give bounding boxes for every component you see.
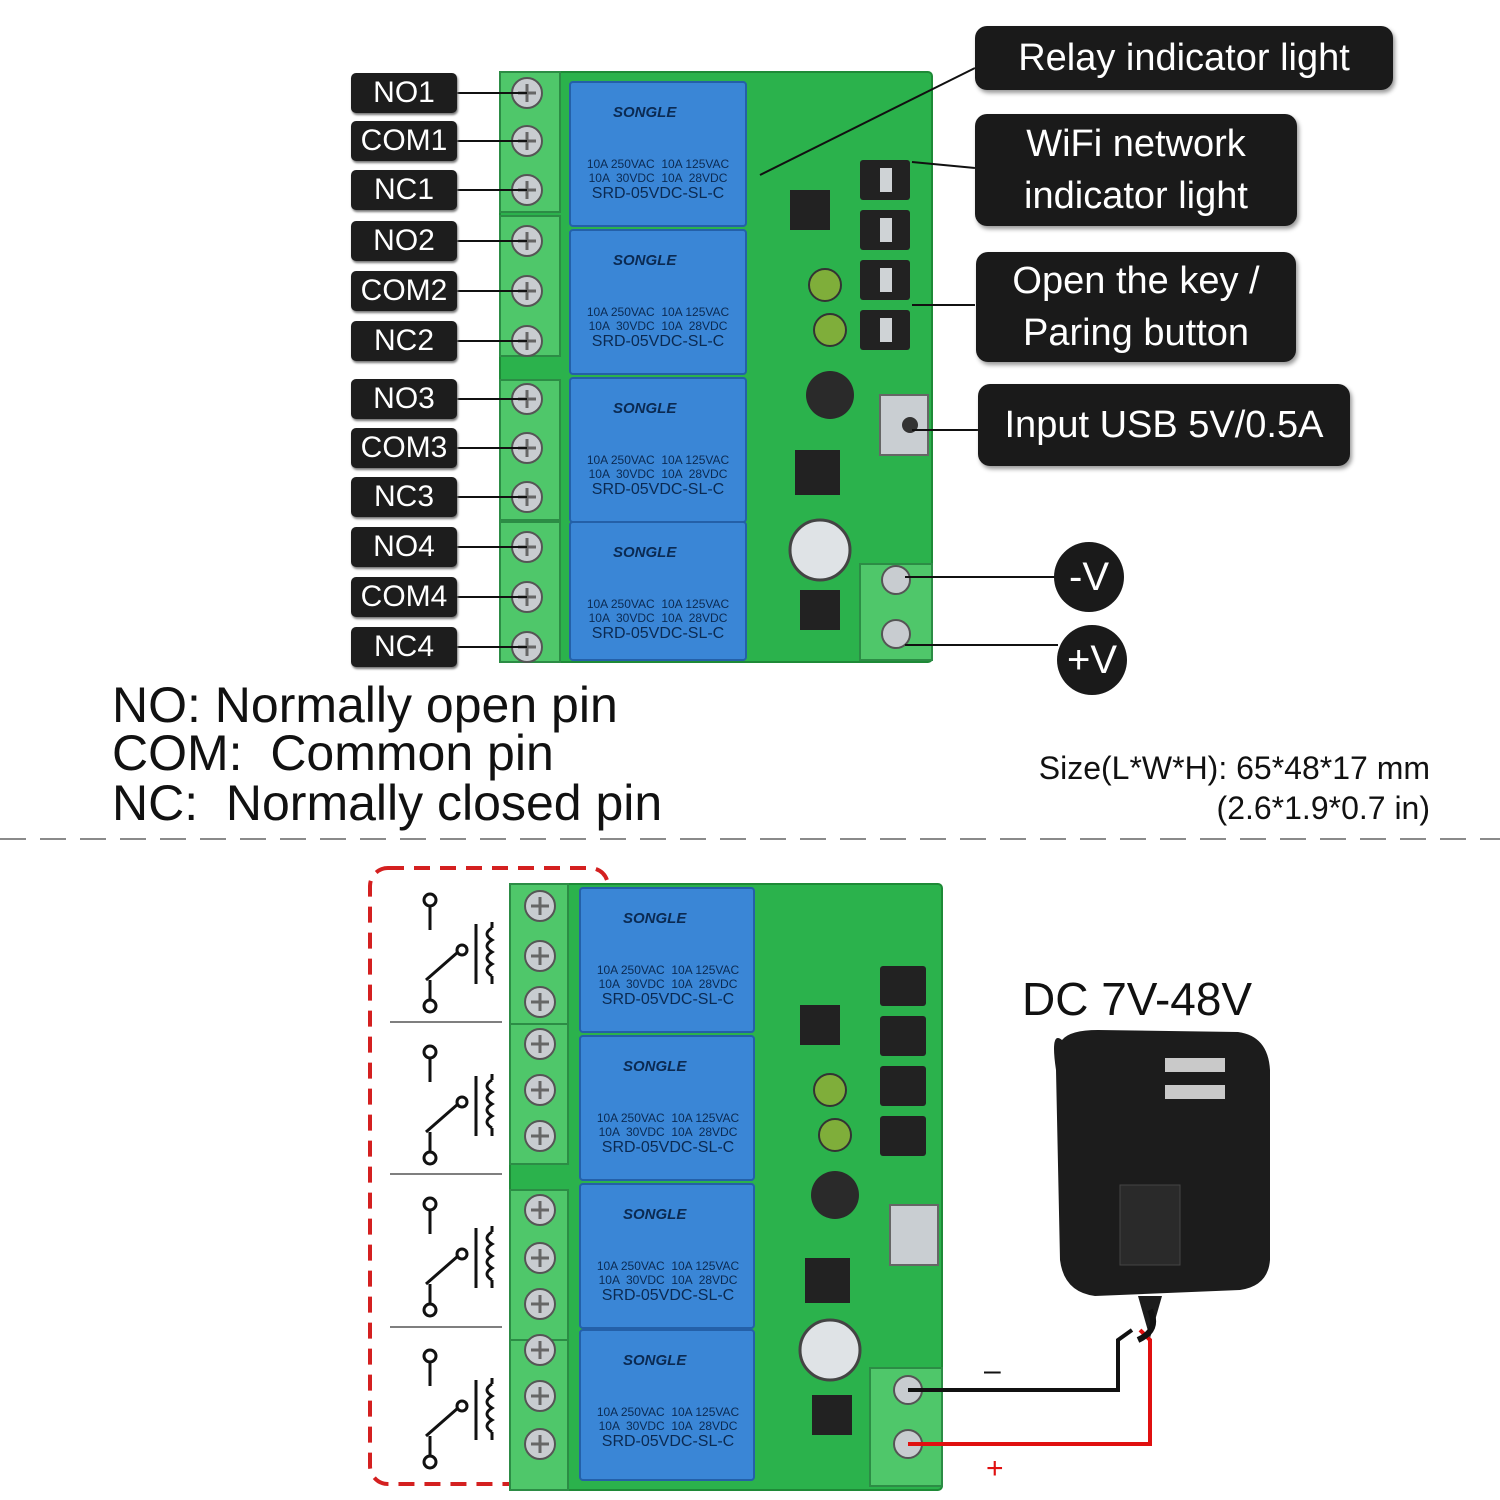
size-line-2: (2.6*1.9*0.7 in) [1216, 790, 1430, 826]
pin-label-no3: NO3 [351, 379, 457, 419]
top-board [0, 67, 1500, 840]
pairing-button-callout: Open the key / Paring button [976, 252, 1296, 362]
pin-label-nc3: NC3 [351, 477, 457, 517]
relay-model: SRD-05VDC-SL-C [601, 1139, 735, 1156]
relay-rating-dc: 10A 30VDC 10A 28VDC [588, 611, 728, 625]
plus-polarity: + [986, 1452, 1004, 1485]
relay-rating-dc: 10A 30VDC 10A 28VDC [598, 1125, 738, 1139]
relay-rating-ac: 10A 250VAC 10A 125VAC [586, 305, 730, 319]
relay-rating-dc: 10A 30VDC 10A 28VDC [598, 1273, 738, 1287]
relay-brand: SONGLE [623, 1352, 687, 1369]
legend-com: COM: Common pin [112, 725, 554, 781]
relay-rating-ac: 10A 250VAC 10A 125VAC [596, 1259, 740, 1273]
plus-v-badge: +V [1057, 625, 1127, 695]
pin-label-nc4: NC4 [351, 627, 457, 667]
wifi-indicator-text: WiFi network indicator light [1024, 123, 1248, 217]
minus-polarity: – [984, 1354, 1001, 1387]
usb-input-callout: Input USB 5V/0.5A [978, 384, 1350, 466]
relay-indicator-callout: Relay indicator light [975, 26, 1393, 90]
pairing-button-text: Open the key / Paring button [1012, 260, 1260, 354]
pin-label-no2: NO2 [351, 221, 457, 261]
relay-rating-dc: 10A 30VDC 10A 28VDC [588, 171, 728, 185]
pin-label-nc1: NC1 [351, 170, 457, 210]
relay-rating-dc: 10A 30VDC 10A 28VDC [588, 467, 728, 481]
pin-label-nc2: NC2 [351, 321, 457, 361]
relay-rating-ac: 10A 250VAC 10A 125VAC [586, 453, 730, 467]
dc-supply-label: DC 7V-48V [1022, 973, 1253, 1025]
relay-rating-ac: 10A 250VAC 10A 125VAC [586, 597, 730, 611]
pin-label-no1: NO1 [351, 73, 457, 113]
relay-brand: SONGLE [613, 544, 677, 561]
relay-brand: SONGLE [623, 1206, 687, 1223]
pin-label-com3: COM3 [351, 428, 457, 468]
relay-model: SRD-05VDC-SL-C [601, 1287, 735, 1304]
relay-rating-dc: 10A 30VDC 10A 28VDC [598, 1419, 738, 1433]
pin-label-com4: COM4 [351, 577, 457, 617]
pin-label-com1: COM1 [351, 121, 457, 161]
relay-rating-ac: 10A 250VAC 10A 125VAC [596, 1405, 740, 1419]
relay-model: SRD-05VDC-SL-C [591, 481, 725, 498]
relay-brand: SONGLE [613, 252, 677, 269]
relay-model: SRD-05VDC-SL-C [591, 625, 725, 642]
relay-model: SRD-05VDC-SL-C [591, 185, 725, 202]
wifi-indicator-callout: WiFi network indicator light [975, 114, 1297, 226]
relay-brand: SONGLE [623, 910, 687, 927]
bottom-board [368, 866, 1270, 1491]
pin-label-no4: NO4 [351, 527, 457, 567]
relay-rating-dc: 10A 30VDC 10A 28VDC [598, 977, 738, 991]
relay-model: SRD-05VDC-SL-C [601, 1433, 735, 1450]
relay-model: SRD-05VDC-SL-C [591, 333, 725, 350]
relay-rating-dc: 10A 30VDC 10A 28VDC [588, 319, 728, 333]
relay-indicator-text: Relay indicator light [1018, 37, 1350, 79]
relay-brand: SONGLE [623, 1058, 687, 1075]
relay-brand: SONGLE [613, 104, 677, 121]
legend-no: NO: Normally open pin [112, 677, 618, 733]
pin-label-com2: COM2 [351, 271, 457, 311]
usb-input-text: Input USB 5V/0.5A [1004, 404, 1324, 446]
relay-model: SRD-05VDC-SL-C [601, 991, 735, 1008]
relay-rating-ac: 10A 250VAC 10A 125VAC [596, 1111, 740, 1125]
relay-rating-ac: 10A 250VAC 10A 125VAC [596, 963, 740, 977]
legend-nc: NC: Normally closed pin [112, 775, 663, 831]
minus-v-badge: -V [1054, 542, 1124, 612]
relay-rating-ac: 10A 250VAC 10A 125VAC [586, 157, 730, 171]
size-line-1: Size(L*W*H): 65*48*17 mm [1038, 750, 1430, 786]
relay-brand: SONGLE [613, 400, 677, 417]
